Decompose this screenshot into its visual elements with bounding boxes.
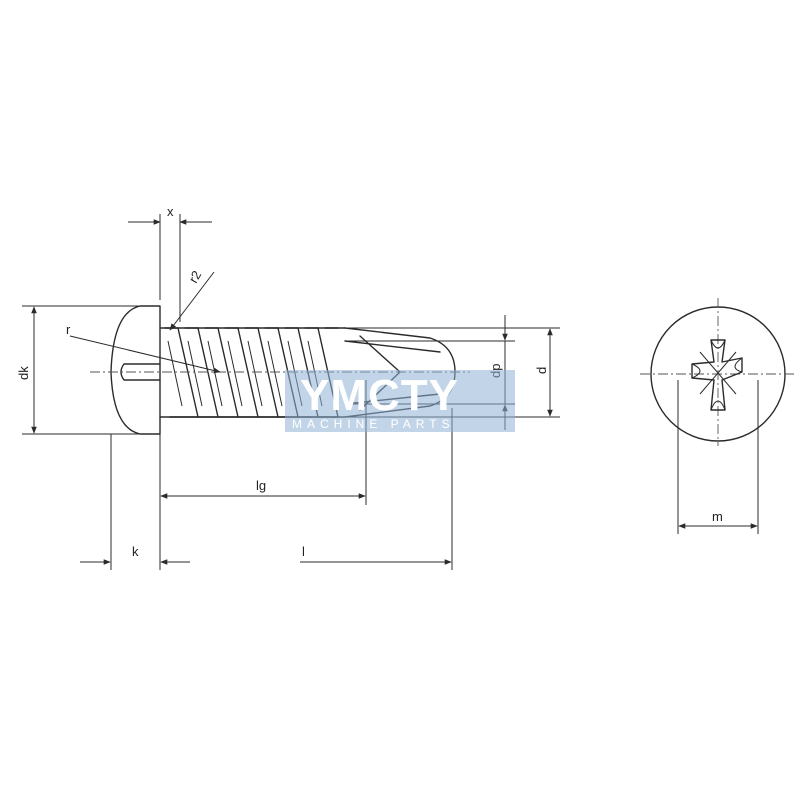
watermark-logo: YMCTY MACHINE PARTS [285,370,515,432]
label-l: l [302,544,305,559]
label-m: m [712,509,723,524]
screw-top-view [640,298,796,534]
thread-crests [164,327,339,418]
label-lg: lg [256,478,266,493]
label-d: d [534,367,549,374]
phillips-recess [691,339,743,411]
label-r: r [66,322,71,337]
label-dk: dk [16,366,31,380]
screw-head [110,305,161,435]
dimension-lines [22,214,560,570]
watermark-subtitle: MACHINE PARTS [292,417,455,431]
label-x: x [167,204,174,219]
label-r2: r2 [186,268,205,286]
watermark-brand: YMCTY [300,371,459,420]
label-k: k [132,544,139,559]
